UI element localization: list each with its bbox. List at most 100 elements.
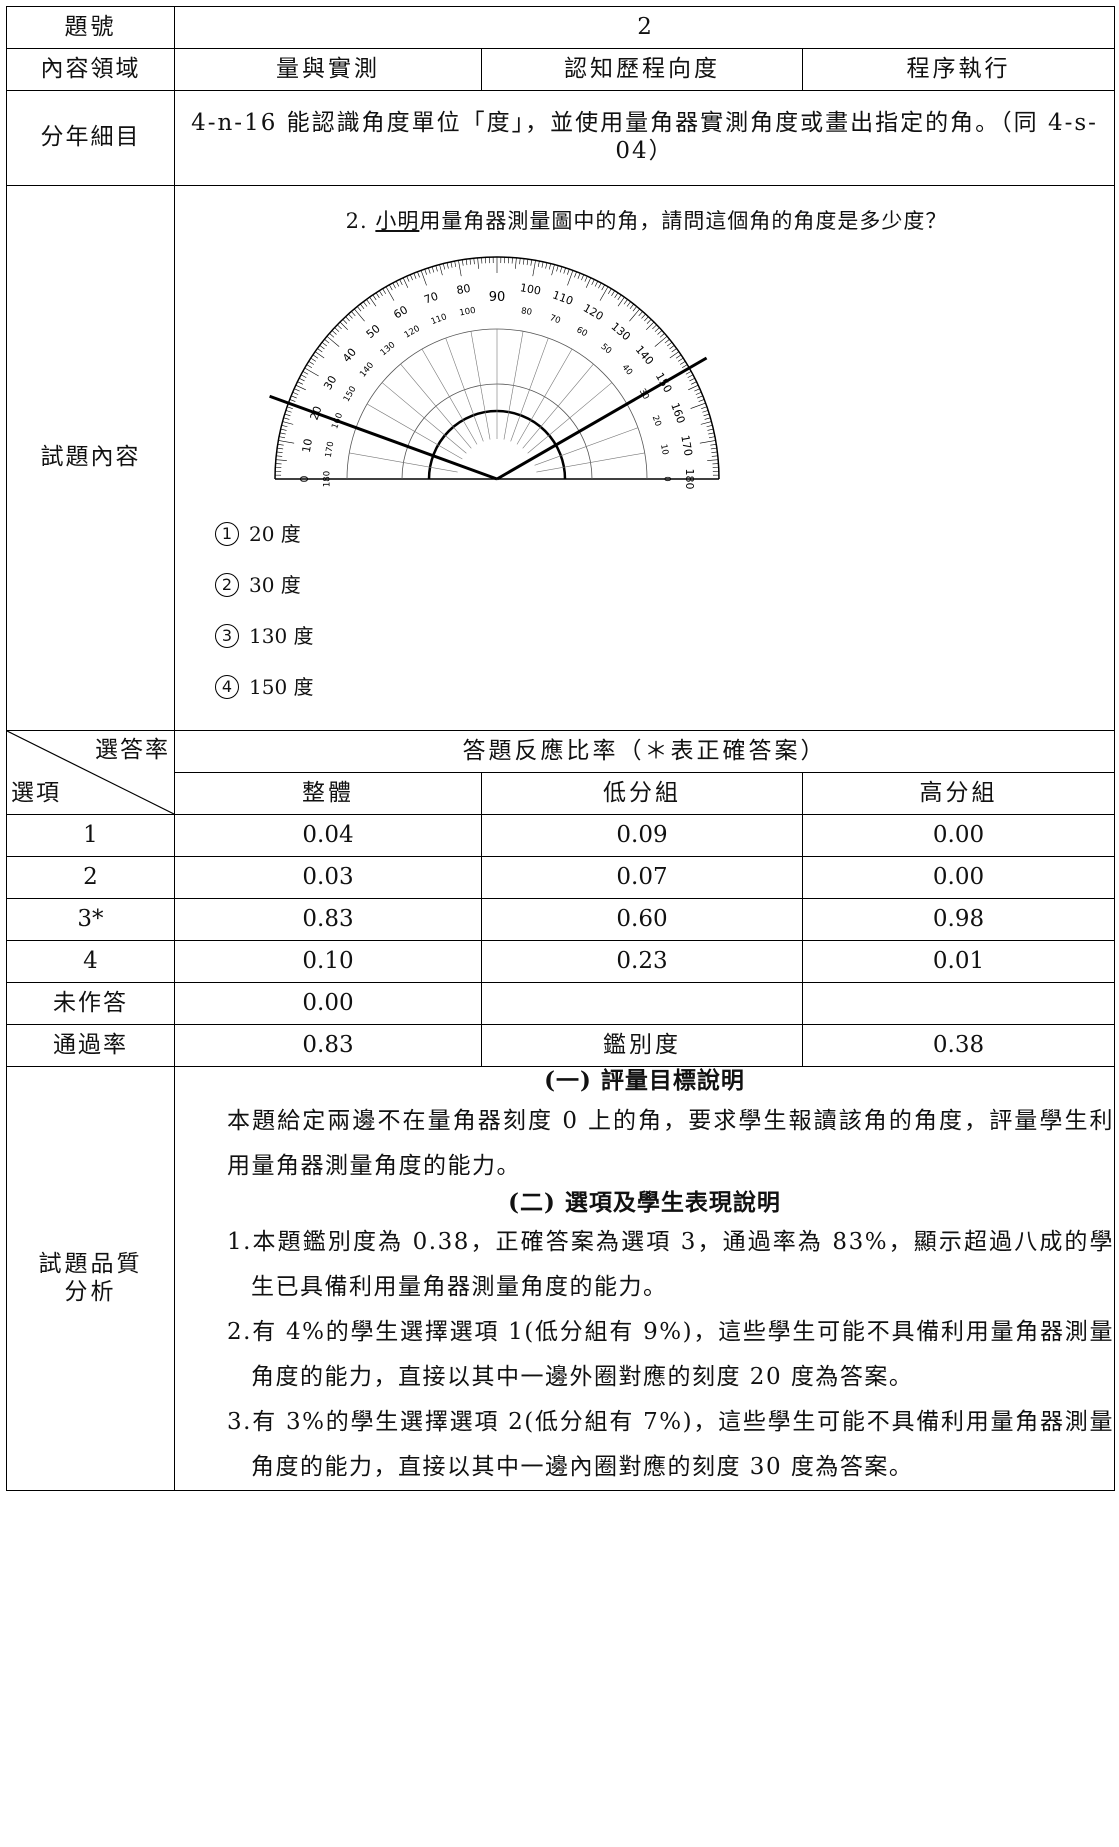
protractor-tick — [594, 280, 599, 287]
protractor-outer-label: 60 — [391, 303, 410, 321]
protractor-tick — [360, 303, 365, 309]
pass-rate-label: 通過率 — [6, 1024, 175, 1067]
protractor-radial — [366, 403, 463, 459]
protractor-outer-label: 50 — [364, 322, 383, 341]
protractor-inner-label: 0 — [662, 476, 672, 481]
protractor-tick — [545, 262, 548, 269]
protractor-tick — [690, 402, 706, 409]
protractor-tick — [708, 432, 715, 434]
protractor-tick — [629, 308, 640, 321]
protractor-tick — [646, 318, 652, 324]
protractor-radial — [503, 330, 524, 440]
protractor-tick — [395, 280, 400, 287]
protractor-tick — [541, 261, 544, 268]
protractor-tick — [342, 318, 348, 324]
protractor-tick — [297, 381, 303, 385]
protractor-tick — [369, 296, 377, 306]
no-answer-label: 未作答 — [6, 982, 175, 1025]
protractor-tick — [645, 321, 655, 330]
protractor-tick — [417, 271, 420, 278]
column-overall: 整體 — [174, 772, 482, 815]
protractor-radial — [400, 363, 472, 449]
protractor-outer-label: 0 — [298, 475, 311, 482]
diagonal-line — [7, 731, 174, 814]
protractor-inner-label: 140 — [358, 360, 376, 379]
domain-row: 內容領域 量與實測 認知歷程向度 程序執行 — [6, 48, 1116, 91]
item-analysis-table: 題號 2 內容領域 量與實測 認知歷程向度 程序執行 分年細目 4-n-16 能… — [6, 6, 1116, 1492]
protractor-outer-label: 30 — [321, 373, 339, 392]
row-option: 2 — [6, 856, 175, 899]
protractor-tick — [707, 428, 714, 431]
protractor-radial — [349, 452, 458, 472]
protractor-tick — [284, 413, 291, 416]
protractor-tick — [372, 294, 377, 300]
row-low: 0.07 — [481, 856, 803, 899]
protractor-outer-label: 130 — [609, 319, 633, 342]
protractor-tick — [652, 324, 657, 329]
protractor-tick — [424, 268, 427, 275]
protractor-outer-label: 100 — [519, 281, 542, 297]
protractor-tick — [523, 258, 525, 265]
protractor-tick — [563, 267, 566, 274]
protractor-tick — [454, 260, 457, 267]
protractor-radial — [536, 452, 645, 472]
protractor-tick — [599, 286, 609, 301]
protractor-tick — [526, 258, 529, 265]
item-number-label: 題號 — [6, 6, 175, 49]
protractor-radial — [445, 337, 484, 442]
protractor-tick — [324, 338, 330, 343]
question-number: 2. — [345, 209, 376, 234]
analysis-label-line1: 試題品質 — [38, 1251, 143, 1277]
protractor-tick — [711, 455, 718, 457]
protractor-tick — [465, 258, 468, 265]
protractor-tick — [694, 388, 700, 392]
protractor-tick — [591, 278, 595, 285]
row-high: 0.01 — [801, 940, 1116, 983]
protractor-tick — [671, 347, 677, 352]
protractor-tick — [278, 439, 295, 444]
indicator-value: 4-n-16 能認識角度單位「度」，並使用量角器實測角度或畫出指定的角。（同 4… — [173, 90, 1116, 186]
protractor-tick — [617, 294, 622, 300]
column-high: 高分組 — [801, 772, 1116, 815]
protractor-tick — [306, 363, 313, 368]
protractor-tick — [585, 277, 592, 288]
diag-bottom-label: 選項 — [11, 780, 61, 807]
angle-arm — [496, 356, 708, 480]
table-row: 3* 0.83 0.60 0.98 — [6, 898, 1116, 941]
protractor-tick — [294, 388, 300, 392]
protractor-tick — [641, 313, 646, 319]
protractor-tick — [282, 420, 294, 425]
protractor-inner-label: 60 — [575, 325, 589, 339]
protractor-tick — [458, 259, 462, 276]
protractor-tick — [577, 272, 581, 279]
protractor-tick — [321, 341, 327, 346]
protractor-tick — [614, 292, 619, 298]
protractor-tick — [626, 301, 631, 307]
protractor-inner-label: 20 — [650, 414, 663, 428]
protractor-tick — [623, 298, 628, 305]
protractor-radial — [421, 348, 478, 445]
protractor-tick — [584, 275, 588, 282]
column-low: 低分組 — [481, 772, 803, 815]
protractor-tick — [530, 259, 533, 266]
protractor-inner-label: 10 — [658, 443, 670, 455]
protractor-inner-label: 70 — [548, 313, 562, 326]
protractor-tick — [532, 259, 536, 276]
protractor-tick — [461, 259, 464, 266]
row-high: 0.00 — [801, 856, 1116, 899]
protractor-tick — [598, 282, 602, 289]
row-low: 0.23 — [481, 940, 803, 983]
table-row: 1 0.04 0.09 0.00 — [6, 814, 1116, 857]
analysis-label: 試題品質 分析 — [6, 1065, 175, 1492]
protractor-tick — [382, 288, 387, 294]
process-label: 認知歷程向度 — [481, 48, 803, 91]
row-high: 0.98 — [801, 898, 1116, 941]
protractor-outer-label: 140 — [633, 343, 656, 367]
protractor-outer-label: 160 — [668, 401, 687, 425]
protractor-tick — [420, 269, 427, 286]
protractor-tick — [697, 395, 703, 398]
protractor-outer-label: 120 — [581, 301, 606, 323]
protractor-tick — [402, 277, 409, 288]
